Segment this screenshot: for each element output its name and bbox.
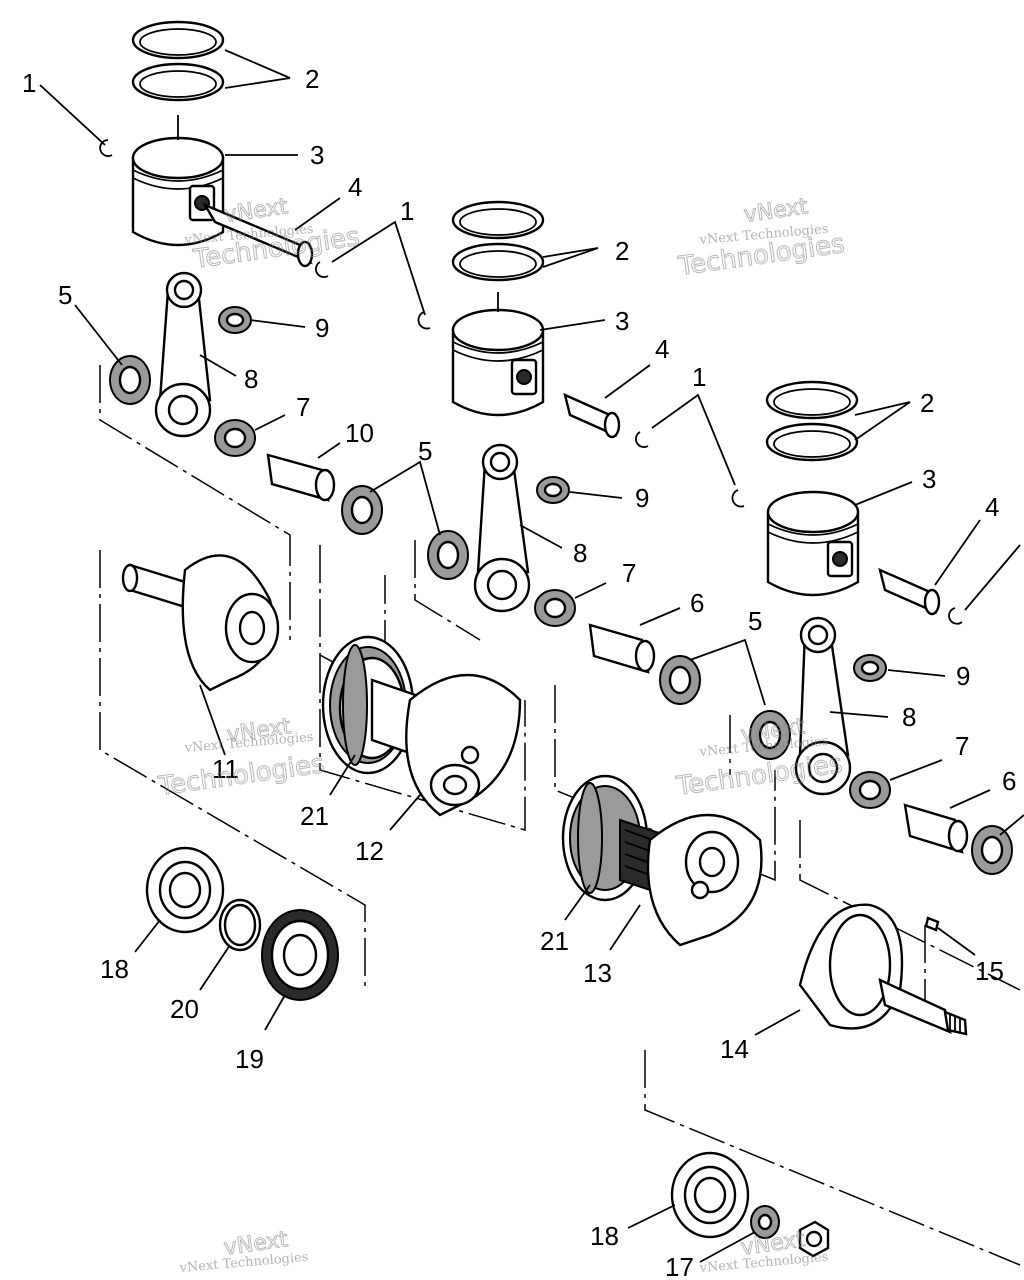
callout-7: 7	[955, 731, 969, 761]
callout-1: 1	[692, 362, 706, 392]
circlip-3a	[731, 489, 745, 508]
piston-1	[131, 115, 225, 247]
callout-4: 4	[348, 172, 362, 202]
callout-21: 21	[300, 801, 329, 831]
piston-pin-2	[563, 392, 621, 439]
snap-ring-20	[218, 898, 262, 952]
thrust-washer-1b	[341, 485, 383, 535]
callout-1: 1	[22, 68, 36, 98]
callout-7: 7	[622, 558, 636, 588]
circlip-1a	[99, 139, 113, 157]
small-end-bearing-1	[218, 306, 252, 334]
small-end-bearing-2	[536, 476, 570, 504]
callout-8: 8	[902, 702, 916, 732]
callout-8: 8	[573, 538, 587, 568]
connecting-rod-2	[473, 443, 531, 613]
circlip-3b	[948, 607, 963, 625]
callout-11: 11	[212, 754, 239, 784]
big-end-bearing-2	[534, 589, 576, 627]
circlip-2b	[635, 431, 649, 448]
callout-2: 2	[305, 64, 319, 94]
piston-pin-3	[878, 567, 941, 616]
seal-21-right	[577, 782, 603, 894]
connecting-rod-3	[794, 616, 852, 796]
assembly-guide-lines	[99, 365, 1021, 1266]
crankshaft-end-14	[798, 903, 968, 1036]
circlip-1b	[315, 261, 329, 278]
callout-18: 18	[590, 1221, 619, 1251]
watermark-vnext: vNext	[742, 194, 809, 228]
piston-pin-1	[202, 202, 314, 268]
callout-7: 7	[296, 392, 310, 422]
callout-9: 9	[635, 483, 649, 513]
crank-pin-2	[588, 623, 656, 674]
connecting-rod-1	[154, 271, 212, 438]
thrust-washer-3a	[749, 710, 791, 760]
watermark-technologies: Technologies	[156, 749, 327, 802]
thrust-washer-3b	[971, 825, 1013, 875]
thrust-washer-2a	[427, 530, 469, 580]
nut-16	[798, 1220, 830, 1258]
callout-4: 4	[655, 334, 669, 364]
leader-lines	[39, 49, 1024, 1263]
callout-6: 6	[690, 588, 704, 618]
callout-15: 15	[975, 956, 1004, 986]
circlip-2a	[417, 311, 431, 330]
crankshaft-end-11	[121, 554, 280, 692]
callout-3: 3	[615, 306, 629, 336]
piston-ring-3	[765, 380, 859, 462]
watermark-bottom-left: vNext vNext Technologies	[178, 1227, 309, 1276]
callout-8: 8	[244, 364, 258, 394]
seal-21-left	[342, 644, 368, 766]
callout-1: 1	[400, 196, 414, 226]
crank-pin-1	[266, 453, 336, 502]
piston-ring-1	[131, 20, 225, 102]
thrust-washer-1a	[109, 355, 151, 405]
callout-3: 3	[922, 464, 936, 494]
callout-5: 5	[58, 280, 72, 310]
woodruff-key-15	[924, 916, 940, 932]
thrust-washer-2b	[659, 655, 701, 705]
callout-17: 17	[665, 1252, 694, 1280]
callout-labels: 1 2 3 4 1 5 9 8 7 10 2 3 4 1 5 9 8 7 6 2…	[22, 64, 1016, 1280]
crank-pin-3	[903, 803, 969, 854]
callout-21: 21	[540, 926, 569, 956]
callout-10: 10	[345, 418, 374, 448]
watermark-vnext: vNext	[222, 194, 289, 228]
callout-4: 4	[985, 492, 999, 522]
small-end-bearing-3	[853, 654, 887, 682]
callout-9: 9	[315, 313, 329, 343]
callout-9: 9	[956, 661, 970, 691]
piston-ring-2	[451, 200, 545, 282]
callout-2: 2	[615, 236, 629, 266]
washer-17	[750, 1205, 780, 1239]
callout-19: 19	[235, 1044, 264, 1074]
big-end-bearing-3	[849, 771, 891, 809]
callout-14: 14	[720, 1034, 749, 1064]
callout-6: 6	[1002, 766, 1016, 796]
main-bearing-19	[261, 909, 339, 1001]
callout-5: 5	[418, 436, 432, 466]
callout-20: 20	[170, 994, 199, 1024]
piston-3	[766, 490, 860, 597]
callout-5: 5	[748, 606, 762, 636]
callout-13: 13	[583, 958, 612, 988]
callout-12: 12	[355, 836, 384, 866]
watermark-middle-right: vNext vNext Technologies Technologies	[673, 714, 845, 803]
watermark-middle-left: vNext vNext Technologies Technologies	[155, 714, 327, 803]
watermark-top-right: vNext vNext Technologies Technologies	[675, 194, 847, 283]
callout-3: 3	[310, 140, 324, 170]
piston-2	[451, 292, 545, 417]
big-end-bearing-1	[214, 419, 256, 457]
main-bearing-18-left	[145, 846, 225, 934]
main-bearing-18-right	[670, 1151, 750, 1239]
callout-18: 18	[100, 954, 129, 984]
callout-2: 2	[920, 388, 934, 418]
